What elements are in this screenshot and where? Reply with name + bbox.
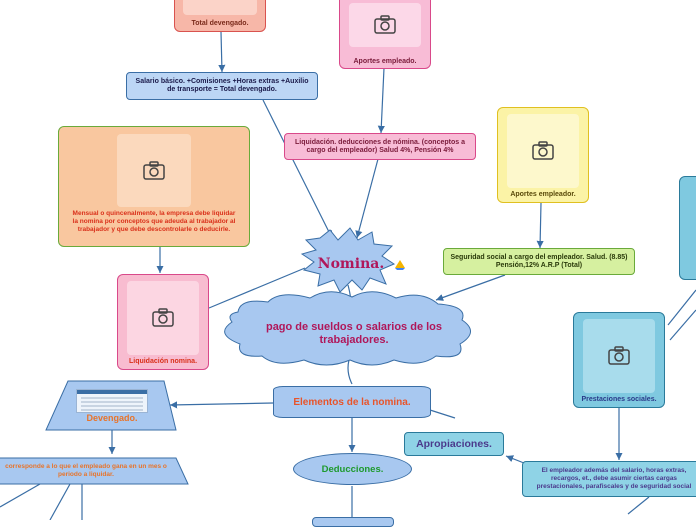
partial-node-bottom[interactable] — [312, 517, 394, 527]
connector-line — [536, 202, 544, 249]
node-text: Apropiaciones. — [416, 438, 492, 450]
central-node-label: Nomina. — [317, 256, 385, 272]
connector-line — [49, 483, 71, 520]
drive-icon-svg — [395, 260, 405, 270]
total-devengado-card[interactable]: Total devengado. — [174, 0, 266, 32]
liquidacion-nomina-card[interactable]: Liquidación nomina. — [117, 274, 209, 370]
camera-icon — [608, 346, 630, 365]
connector-line — [262, 99, 333, 239]
node-text: pago de sueldos o salarios de los trabaj… — [265, 321, 443, 346]
card-caption: Aportes empleado. — [353, 58, 417, 65]
connector-line — [429, 409, 456, 419]
connector-line — [435, 274, 506, 301]
pago-node[interactable]: pago de sueldos o salarios de los trabaj… — [262, 318, 446, 350]
card-caption: Aportes empleador. — [510, 191, 576, 198]
connector-line — [218, 31, 226, 73]
prestaciones-card[interactable]: Prestaciones sociales. — [573, 312, 665, 408]
aportes-empleado-card[interactable]: Aportes empleado. — [339, 0, 431, 69]
photo-placeholder — [183, 0, 257, 15]
connector-line — [347, 284, 352, 307]
photo-placeholder — [127, 281, 199, 355]
node-text: El empleador además del salario, horas e… — [536, 467, 692, 490]
node-text: Salario básico. +Comisiones +Horas extra… — [135, 78, 309, 93]
connector-line — [208, 267, 306, 309]
deducciones-node[interactable]: Deducciones. — [293, 453, 412, 485]
empleador-ademas-node[interactable]: El empleador además del salario, horas e… — [522, 461, 696, 497]
central-node[interactable]: Nomina. — [306, 252, 396, 276]
photo-placeholder — [349, 3, 421, 47]
card-caption: Mensual o quincenalmente, la empresa deb… — [72, 210, 236, 233]
node-text: Elementos de la nomina. — [293, 396, 411, 408]
node-text: corresponde a lo que el empleado gana en… — [5, 463, 167, 478]
photo-placeholder — [117, 134, 191, 207]
photo-placeholder — [507, 114, 579, 188]
liquidacion-deducciones-node[interactable]: Liquidación. deducciones de nómina. (con… — [284, 133, 476, 160]
photo-placeholder — [583, 319, 655, 393]
connector-line — [505, 455, 525, 464]
aportes-empleador-card[interactable]: Aportes empleador. — [497, 107, 589, 203]
drive-icon[interactable] — [395, 257, 405, 270]
camera-icon — [374, 15, 396, 34]
node-text: Seguridad social a cargo del empleador. … — [450, 253, 628, 269]
salario-basico-node[interactable]: Salario básico. +Comisiones +Horas extra… — [126, 72, 318, 100]
node-text: Deducciones. — [321, 463, 384, 475]
spreadsheet-thumbnail — [76, 389, 148, 413]
partial-card-right[interactable] — [679, 176, 696, 280]
corresponde-node[interactable]: corresponde a lo que el empleado gana en… — [0, 461, 172, 481]
connector-line — [667, 289, 696, 326]
connector-line — [169, 401, 274, 409]
devengado-node[interactable]: Devengado. — [60, 413, 164, 425]
camera-icon — [143, 160, 165, 180]
node-text: Liquidación. deducciones de nómina. (con… — [295, 138, 465, 154]
connector-line — [355, 158, 379, 239]
card-caption: Liquidación nomina. — [128, 358, 198, 365]
card-caption: Total devengado. — [191, 20, 249, 27]
seguridad-social-node[interactable]: Seguridad social a cargo del empleador. … — [443, 248, 635, 275]
camera-icon — [532, 141, 554, 160]
elementos-node[interactable]: Elementos de la nomina. — [273, 386, 431, 418]
mensual-card[interactable]: Mensual o quincenalmente, la empresa deb… — [58, 126, 250, 247]
connector-line — [0, 483, 41, 508]
connector-line — [627, 496, 650, 515]
connector-line — [669, 309, 696, 341]
apropiaciones-node[interactable]: Apropiaciones. — [404, 432, 504, 456]
connector-line — [347, 359, 353, 385]
connector-line — [377, 67, 385, 134]
card-caption: Prestaciones sociales. — [581, 396, 657, 403]
node-text: Devengado. — [86, 413, 138, 423]
camera-icon — [152, 308, 174, 327]
